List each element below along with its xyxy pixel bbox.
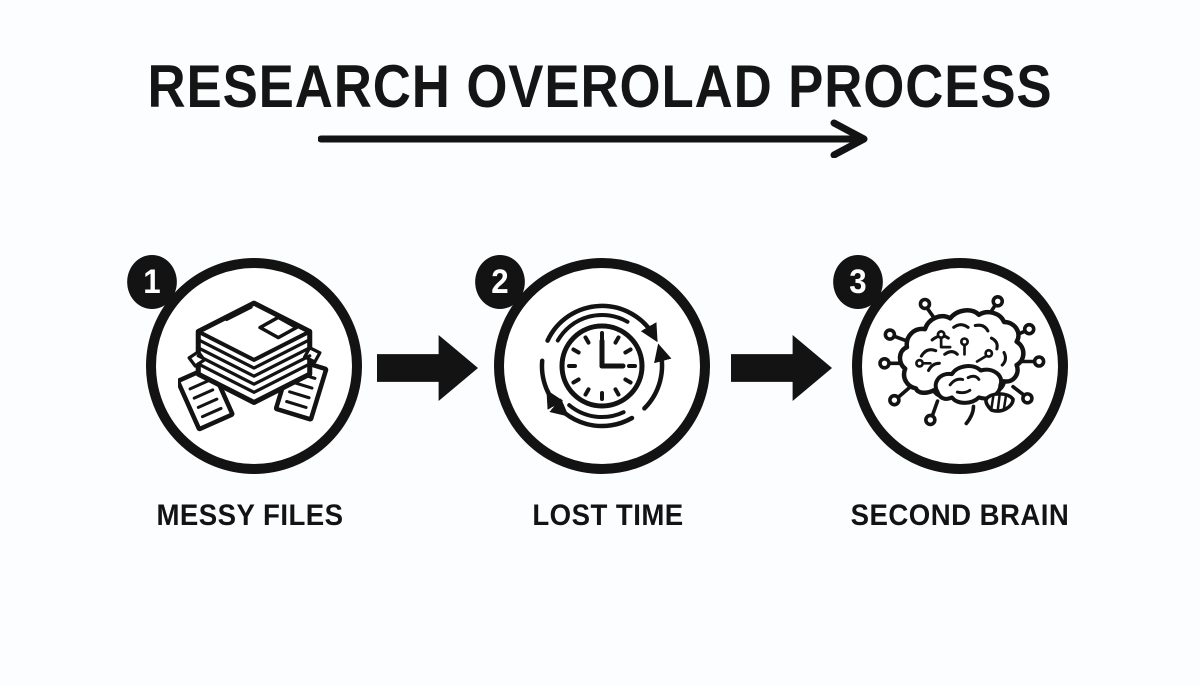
- page-title: RESEARCH OVEROLAD PROCESS: [147, 53, 1053, 120]
- step-number-badge-3: 3: [833, 255, 883, 309]
- step-label-second-brain: SECOND BRAIN: [850, 499, 1070, 532]
- circuit-brain-icon: [878, 295, 1046, 427]
- step-circle-messy-files: [146, 258, 362, 474]
- step-circle-second-brain: [852, 258, 1068, 474]
- connector-block-arrow-2-icon: [731, 335, 832, 401]
- step-label-messy-files: MESSY FILES: [156, 499, 344, 532]
- title-underline-arrow-icon: [318, 119, 868, 158]
- step-number: 3: [849, 262, 867, 301]
- paper-stack-icon: [178, 300, 329, 432]
- step-circle-lost-time: [494, 258, 710, 474]
- step-label-lost-time: LOST TIME: [532, 499, 684, 532]
- clock-rotation-arrows-icon: [539, 303, 672, 429]
- step-number-badge-1: 1: [127, 255, 177, 309]
- step-number: 1: [143, 262, 161, 301]
- step-number: 2: [491, 262, 509, 301]
- connector-block-arrow-1-icon: [377, 335, 478, 401]
- step-number-badge-2: 2: [475, 255, 525, 309]
